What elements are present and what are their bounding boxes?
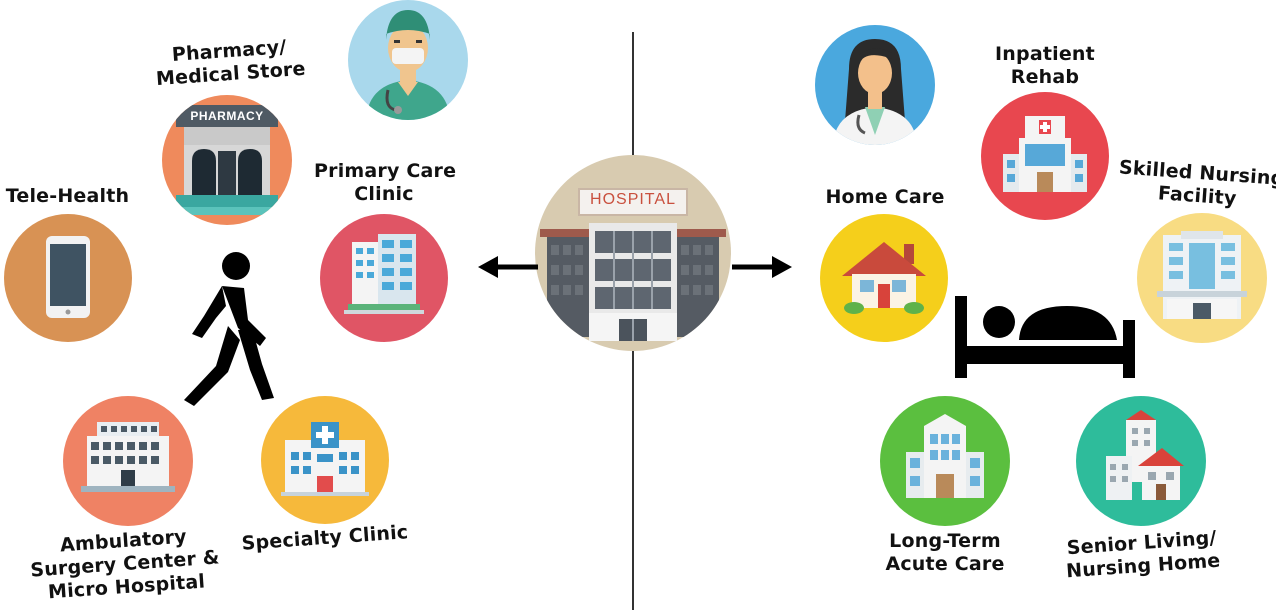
right-arrow-icon: [732, 256, 792, 278]
long-term-acute-care-icon: [880, 396, 1010, 526]
ambulatory-label: Ambulatory Surgery Center & Micro Hospit…: [28, 523, 222, 605]
inpatient-rehab-label-line: Inpatient: [995, 43, 1095, 65]
walking-person-icon: [184, 252, 274, 406]
telehealth-label: Tele-Health: [0, 185, 135, 208]
home-care-label-line: Home Care: [825, 186, 945, 208]
hospital-icon: HOSPITAL: [535, 155, 731, 351]
telehealth-label-line: Tele-Health: [5, 185, 130, 207]
skilled-nursing-icon: [1137, 213, 1267, 343]
hospital-sign-text: HOSPITAL: [590, 191, 676, 208]
doctor-avatar: [815, 25, 935, 145]
specialty-clinic-label-line: Specialty Clinic: [240, 521, 409, 555]
primary-care-clinic-icon: [320, 214, 448, 342]
pharmacy-label: Pharmacy/ Medical Store: [149, 34, 312, 91]
pharmacy-sign-text: PHARMACY: [190, 109, 264, 123]
long-term-acute-care-label: Long-Term Acute Care: [875, 530, 1015, 576]
inpatient-rehab-label-line: Rehab: [1010, 66, 1080, 88]
inpatient-rehab-icon: [981, 92, 1109, 220]
long-term-acute-care-label-line: Long-Term: [889, 530, 1001, 552]
primary-care-label-line: Clinic: [354, 183, 414, 205]
skilled-nursing-label: Skilled Nursing Facility: [1117, 156, 1276, 213]
specialty-clinic-icon: [261, 396, 389, 524]
home-care-label: Home Care: [815, 186, 955, 209]
patient-bed-icon: [955, 296, 1135, 378]
inpatient-rehab-label: Inpatient Rehab: [980, 43, 1110, 89]
pharmacy-icon: PHARMACY: [162, 95, 292, 225]
senior-living-label: Senior Living/ Nursing Home: [1059, 526, 1227, 583]
specialty-clinic-label: Specialty Clinic: [239, 521, 410, 556]
telehealth-phone-icon: [4, 214, 132, 342]
home-care-icon: [820, 214, 948, 342]
ambulatory-surgery-icon: [63, 396, 193, 526]
senior-living-icon: [1076, 396, 1206, 526]
primary-care-label: Primary Care Clinic: [314, 160, 457, 206]
left-arrow-icon: [478, 256, 538, 278]
long-term-acute-care-label-line: Acute Care: [885, 553, 1005, 575]
primary-care-label-line: Primary Care: [314, 160, 457, 182]
surgeon-avatar: [348, 0, 468, 120]
